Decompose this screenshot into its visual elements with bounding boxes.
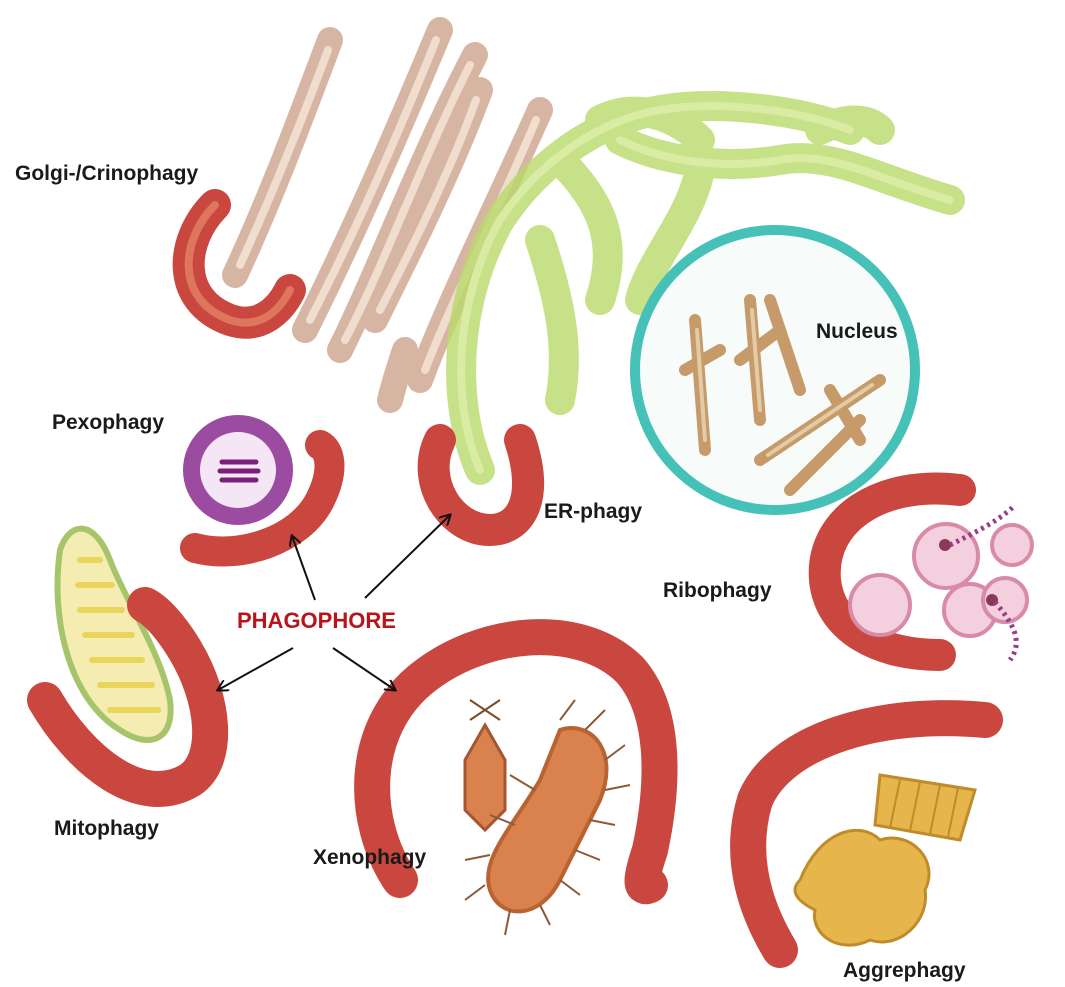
label-ribophagy: Ribophagy [663, 580, 772, 601]
arrow-icon [218, 648, 293, 690]
label-nucleus: Nucleus [816, 321, 898, 342]
virus-icon [465, 700, 505, 830]
arrow-icon [292, 536, 315, 600]
nucleus-icon [635, 230, 915, 510]
label-mitophagy: Mitophagy [54, 818, 159, 839]
arrow-icon [365, 515, 450, 598]
label-golgi-crinophagy: Golgi-/Crinophagy [15, 163, 198, 184]
label-er-phagy: ER-phagy [544, 501, 642, 522]
arrow-icon [333, 648, 395, 690]
label-phagophore: PHAGOPHORE [237, 610, 396, 632]
label-xenophagy: Xenophagy [313, 847, 426, 868]
label-aggrephagy: Aggrephagy [843, 960, 966, 981]
label-pexophagy: Pexophagy [52, 412, 164, 433]
protein-aggregate-icon [795, 775, 975, 945]
peroxisome-icon [183, 415, 293, 525]
